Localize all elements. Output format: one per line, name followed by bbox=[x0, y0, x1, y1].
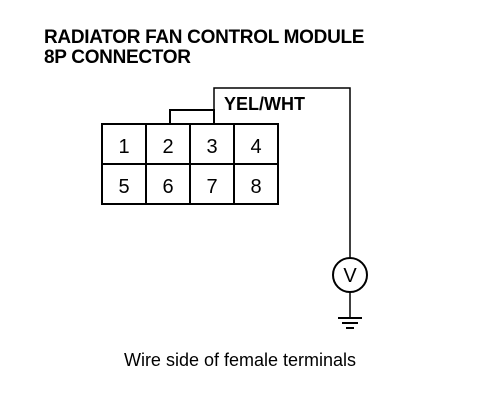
connector-latch bbox=[169, 109, 215, 124]
title-line-2: 8P CONNECTOR bbox=[44, 47, 191, 68]
pin-3: 3 bbox=[206, 136, 217, 158]
pin-8: 8 bbox=[250, 176, 261, 198]
pin-4: 4 bbox=[250, 136, 261, 158]
pin-7: 7 bbox=[206, 176, 217, 198]
pin-2: 2 bbox=[162, 136, 173, 158]
probe-wire bbox=[213, 87, 351, 258]
title-line-1: RADIATOR FAN CONTROL MODULE bbox=[44, 27, 365, 48]
pin-5: 5 bbox=[118, 176, 129, 198]
pin-6: 6 bbox=[162, 176, 173, 198]
voltmeter-symbol: V bbox=[343, 265, 357, 287]
ground-icon bbox=[338, 317, 362, 329]
diagram-title: RADIATOR FAN CONTROL MODULE 8P CONNECTOR bbox=[44, 28, 364, 68]
diagram-caption: Wire side of female terminals bbox=[123, 350, 357, 370]
pin-1: 1 bbox=[118, 136, 129, 158]
wire-color-label: YEL/WHT bbox=[224, 94, 305, 114]
